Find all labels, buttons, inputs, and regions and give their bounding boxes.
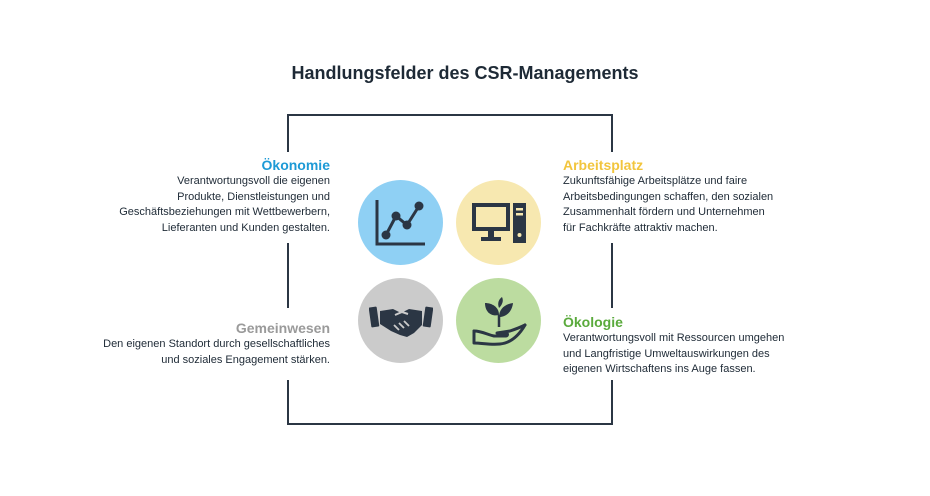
handshake-icon bbox=[368, 306, 433, 337]
text-line: für Fachkräfte attraktiv machen. bbox=[563, 221, 718, 234]
frame-mid-right-vertical bbox=[611, 243, 613, 308]
field-oekologie-title: Ökologie bbox=[563, 314, 623, 330]
text-line: Verantwortungsvoll die eigenen bbox=[177, 175, 330, 187]
field-arbeitsplatz: Arbeitsplatz Zukunftsfähige Arbeitsplätz… bbox=[563, 157, 883, 236]
plant-in-hand-icon bbox=[472, 296, 526, 346]
field-arbeitsplatz-title: Arbeitsplatz bbox=[563, 157, 644, 173]
field-oekologie: Ökologie Verantwortungsvoll mit Ressourc… bbox=[563, 314, 883, 378]
text-line: eigenen Wirtschaftens ins Auge fassen. bbox=[563, 363, 756, 375]
computer-icon bbox=[471, 202, 526, 243]
field-arbeitsplatz-text: Zukunftsfähige Arbeitsplätze und faire A… bbox=[563, 174, 883, 236]
text-line: Den eigenen Standort durch gesellschaftl… bbox=[103, 338, 330, 350]
text-line: Geschäftsbeziehungen mit Wettbewerbern, bbox=[119, 206, 330, 218]
line-chart-icon bbox=[375, 199, 425, 245]
text-line: Produkte, Dienstleistungen und bbox=[177, 190, 330, 203]
frame-top-line bbox=[287, 114, 613, 116]
text-line: Zukunftsfähige Arbeitsplätze und faire bbox=[563, 175, 748, 187]
field-oekologie-text: Verantwortungsvoll mit Ressourcen umgehe… bbox=[563, 331, 883, 378]
oekologie-circle bbox=[456, 278, 541, 363]
field-oekonomie: Ökonomie Verantwortungsvoll die eigenen … bbox=[30, 157, 330, 236]
field-gemeinwesen: Gemeinwesen Den eigenen Standort durch g… bbox=[10, 320, 330, 368]
text-line: Verantwortungsvoll mit Ressourcen umgehe… bbox=[563, 332, 785, 344]
text-line: Zusammenhalt fördern und Unternehmen bbox=[563, 206, 765, 218]
field-gemeinwesen-title: Gemeinwesen bbox=[235, 320, 330, 336]
text-line: und Langfristige Umweltauswirkungen des bbox=[563, 347, 770, 360]
field-gemeinwesen-text: Den eigenen Standort durch gesellschaftl… bbox=[10, 337, 330, 368]
text-line: Arbeitsbedingungen schaffen, den soziale… bbox=[563, 190, 774, 203]
frame-bottom-left-vertical bbox=[287, 380, 289, 425]
arbeitsplatz-circle bbox=[456, 180, 541, 265]
frame-bottom-right-vertical bbox=[611, 380, 613, 425]
field-oekonomie-title: Ökonomie bbox=[261, 157, 330, 173]
page-title: Handlungsfelder des CSR-Managements bbox=[291, 63, 639, 83]
frame-bottom-line bbox=[287, 423, 613, 425]
frame-top-left-vertical bbox=[287, 114, 289, 152]
frame-top-right-vertical bbox=[611, 114, 613, 152]
field-oekonomie-text: Verantwortungsvoll die eigenen Produkte,… bbox=[30, 174, 330, 236]
gemeinwesen-circle bbox=[358, 278, 443, 363]
frame-mid-left-vertical bbox=[287, 243, 289, 308]
oekonomie-circle bbox=[358, 180, 443, 265]
text-line: Lieferanten und Kunden gestalten. bbox=[161, 221, 330, 234]
text-line: und soziales Engagement stärken. bbox=[161, 353, 330, 366]
